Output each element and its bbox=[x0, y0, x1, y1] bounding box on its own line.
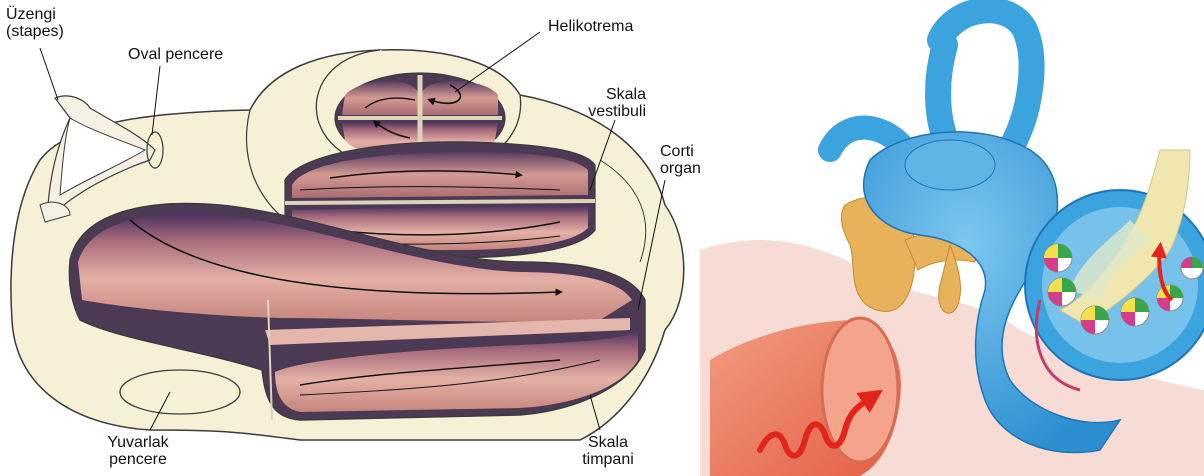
label-stapes: Üzengi (stapes) bbox=[6, 6, 64, 40]
round-window bbox=[120, 370, 240, 414]
label-oval-window: Oval pencere bbox=[128, 46, 223, 63]
label-scala-vestibuli: Skala vestibuli bbox=[568, 86, 646, 120]
label-organ-of-corti: Corti organ bbox=[660, 143, 701, 177]
inner-ear-illustration bbox=[700, 10, 1204, 476]
label-helicotrema: Helikotrema bbox=[548, 18, 633, 35]
label-round-window: Yuvarlak pencere bbox=[88, 434, 188, 468]
eardrum bbox=[822, 318, 898, 462]
label-scala-tympani: Skala timpani bbox=[568, 434, 648, 468]
